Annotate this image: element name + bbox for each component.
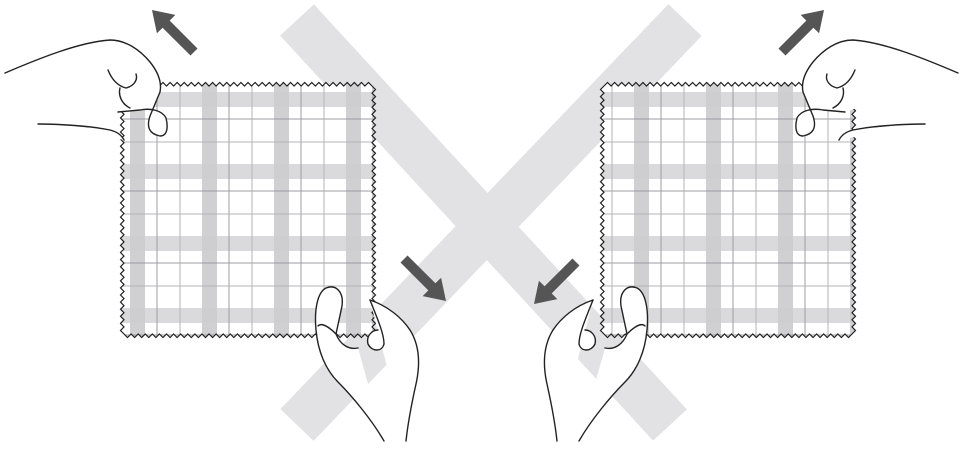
lower-left-hand-icon — [543, 286, 649, 442]
lower-right-hand-icon — [314, 286, 420, 442]
arrow-down-left-icon — [534, 258, 580, 304]
upper-left-hand-icon — [4, 39, 168, 141]
pull-arrows — [152, 10, 824, 304]
arrow-up-right-icon — [778, 10, 824, 56]
right-plaid-fabric-swatch — [599, 81, 857, 339]
arrow-down-right-icon — [400, 255, 446, 301]
upper-right-hand-icon — [795, 39, 959, 141]
arrow-up-left-icon — [152, 10, 198, 56]
